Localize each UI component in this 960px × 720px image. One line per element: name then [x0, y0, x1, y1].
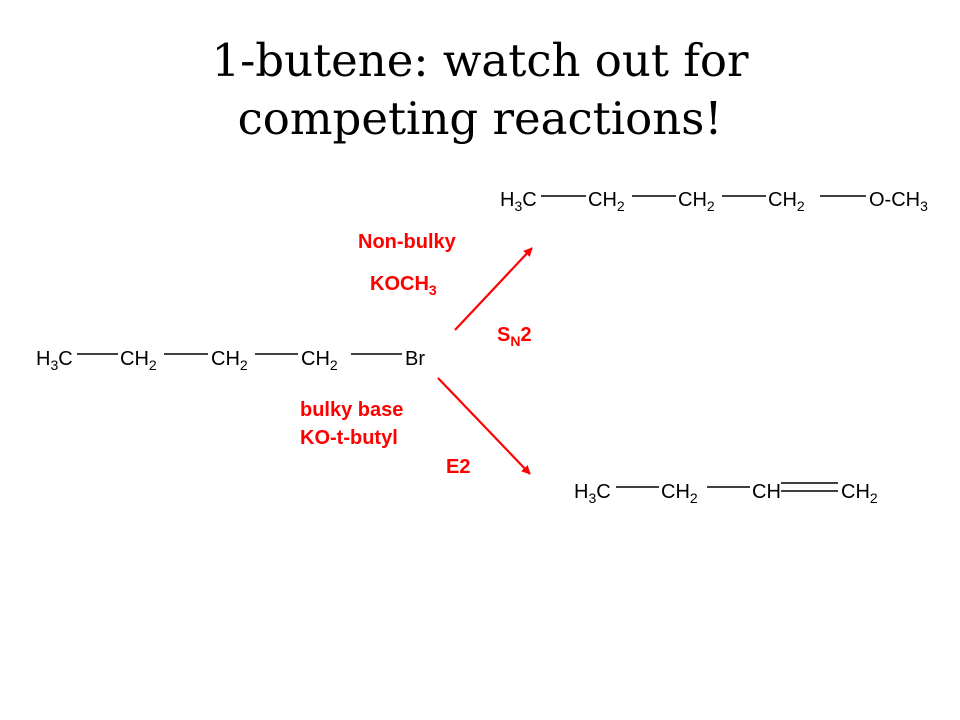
e2-condition-line-2: KO-t-butyl [300, 427, 398, 449]
e2-mechanism-label: E2 [446, 456, 470, 478]
e2-product-molecule: H3C CH2 CH CH2 [574, 481, 878, 506]
sn2-product-molecule: H3C CH2 CH2 CH2 O-CH3 [500, 189, 928, 214]
e2-product-group-2: CH2 [661, 481, 698, 506]
sn2-reaction-arrow [454, 247, 533, 331]
reactant-group-1: H3C [36, 348, 73, 373]
sn2-conditions: Non-bulky KOCH3 SN2 [358, 231, 532, 349]
e2-product-group-4: CH2 [841, 481, 878, 506]
e2-reaction-arrow [437, 377, 531, 475]
reactant-group-5: Br [405, 348, 425, 370]
reactant-group-3: CH2 [211, 348, 248, 373]
reactant-molecule: H3C CH2 CH2 CH2 Br [36, 348, 425, 373]
slide-title: 1-butene: watch out for competing reacti… [0, 32, 960, 148]
reactant-group-2: CH2 [120, 348, 157, 373]
e2-product-group-3: CH [752, 481, 781, 503]
sn2-condition-reagent: KOCH3 [370, 273, 437, 298]
reactant-group-4: CH2 [301, 348, 338, 373]
sn2-mechanism-label: SN2 [497, 324, 532, 349]
sn2-product-group-3: CH2 [678, 189, 715, 214]
e2-conditions: bulky base KO-t-butyl E2 [300, 399, 470, 478]
sn2-product-group-2: CH2 [588, 189, 625, 214]
sn2-condition-line-1: Non-bulky [358, 231, 457, 253]
sn2-product-group-5: O-CH3 [869, 189, 928, 214]
title-line-2: competing reactions! [237, 92, 723, 145]
e2-condition-line-1: bulky base [300, 399, 403, 421]
sn2-product-group-4: CH2 [768, 189, 805, 214]
e2-product-group-1: H3C [574, 481, 611, 506]
sn2-product-group-1: H3C [500, 189, 537, 214]
title-line-1: 1-butene: watch out for [211, 34, 749, 87]
